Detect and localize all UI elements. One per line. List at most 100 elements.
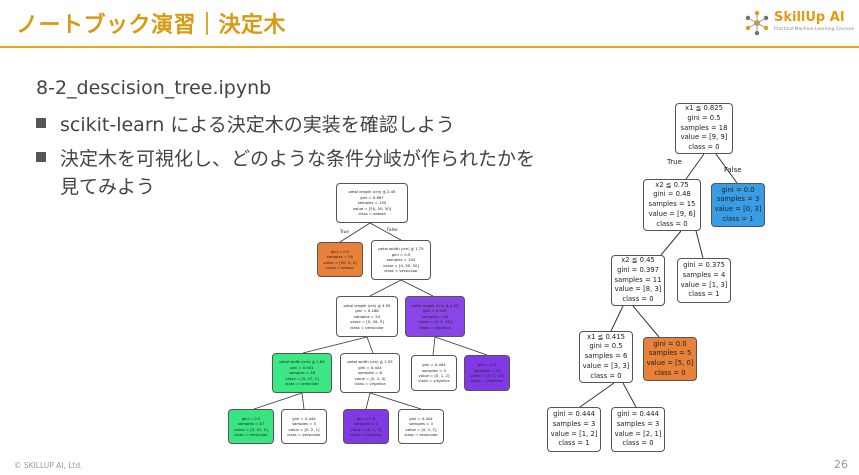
node-text: samples = 3 <box>616 419 660 428</box>
true-edge-label: True <box>340 229 349 234</box>
node-text: gini = 0.667 <box>360 194 384 200</box>
node-text: gini = 0.0 <box>356 415 376 421</box>
slide-header: ノートブック演習｜決定木 SkillUp AI Practical Machin… <box>0 0 859 48</box>
node-text: class = setosa <box>358 211 386 217</box>
node-text: class = virginica <box>350 431 382 437</box>
node-text: samples = 3 <box>422 367 446 373</box>
node-text: gini = 0.0 <box>241 415 261 421</box>
bullet-continuation: 見てみよう <box>60 176 156 198</box>
node-text: gini = 0.0 <box>330 248 350 254</box>
node-text: class = versicolor <box>384 268 418 274</box>
node-text: value = [1, 3] <box>680 280 728 289</box>
node-text: samples = 6 <box>358 370 382 376</box>
node-text: value = [9, 6] <box>648 209 696 218</box>
node-text: class = 1 <box>722 214 754 223</box>
node-text: gini = 0.375 <box>683 261 725 270</box>
node-text: gini = 0.5 <box>391 251 411 257</box>
node-text: value = [0, 1, 45] <box>418 319 452 325</box>
node-text: samples = 54 <box>353 313 381 319</box>
node-text: class = 1 <box>688 290 720 299</box>
node-text: samples = 3 <box>552 419 596 428</box>
header-divider <box>0 46 859 48</box>
node-text: value = [9, 9] <box>680 133 728 142</box>
node-text: class = 1 <box>558 439 590 448</box>
node-text: class = 0 <box>590 371 622 380</box>
node-text: gini = 0.48 <box>653 190 691 199</box>
node-text: class = virginica <box>354 381 386 387</box>
node-text: value = [50, 50, 50] <box>352 205 392 211</box>
node-text: samples = 50 <box>326 254 354 260</box>
node-text: value = [0, 0, 3] <box>350 426 382 432</box>
node-text: value = [0, 47, 1] <box>285 375 319 381</box>
true-edge-label: True <box>667 158 682 166</box>
node-text: class = 0 <box>622 439 654 448</box>
false-edge-label: False <box>387 227 398 232</box>
bullet-square-icon <box>36 152 46 162</box>
node-text: class = versicolor <box>287 431 321 437</box>
network-logo-icon <box>745 10 769 36</box>
node-text: class = versicolor <box>285 381 319 387</box>
node-text: gini = 0.0 <box>721 185 755 194</box>
logo-name: SkillUp AI <box>774 10 845 25</box>
node-text: samples = 11 <box>614 275 662 284</box>
node-text: value = [8, 3] <box>614 285 662 294</box>
node-text: samples = 46 <box>421 313 449 319</box>
bullet-item: 決定木を可視化し、どのような条件分岐が作られたかを <box>36 144 535 171</box>
node-text: gini = 0.0 <box>653 339 687 348</box>
page-number: 26 <box>834 458 848 471</box>
skillup-logo: SkillUp AI Practical Machine Learning Co… <box>744 8 854 40</box>
bullet-text: scikit-learn による決定木の実装を確認しよう <box>60 114 455 136</box>
node-text: value = [3, 3] <box>582 361 630 370</box>
node-text: value = [0, 49, 5] <box>350 319 384 325</box>
node-text: class = versicolor <box>404 431 438 437</box>
node-text: samples = 3 <box>354 421 378 427</box>
node-text: petal length (cm) ≦ 2.45 <box>348 189 396 195</box>
notebook-filename: 8-2_descision_tree.ipynb <box>36 77 272 99</box>
node-text: samples = 4 <box>682 270 726 279</box>
node-text: gini = 0.444 <box>292 415 316 421</box>
node-text: samples = 47 <box>237 421 265 427</box>
node-text: x2 ≦ 0.45 <box>621 256 655 265</box>
node-text: value = [0, 3] <box>714 205 762 213</box>
node-text: class = virginica <box>418 378 450 384</box>
node-text: class = versicolor <box>234 431 268 437</box>
node-text: value = [0, 2, 1] <box>405 426 437 432</box>
node-text: gini = 0.041 <box>290 364 314 370</box>
node-text: class = virginica <box>471 378 503 384</box>
node-text: samples = 100 <box>386 257 416 263</box>
node-text: petal width (cm) ≦ 1.65 <box>279 359 325 365</box>
node-text: gini = 0.444 <box>617 410 659 419</box>
node-text: samples = 3 <box>716 195 760 204</box>
node-text: x1 ≦ 0.415 <box>587 332 625 341</box>
node-text: gini = 0.168 <box>355 308 379 314</box>
node-text: samples = 48 <box>288 370 316 376</box>
copyright-text: © SKILLUP AI, Ltd. <box>14 461 83 470</box>
node-text: samples = 3 <box>292 421 316 427</box>
node-text: samples = 6 <box>584 352 628 361</box>
node-text: gini = 0.444 <box>422 362 446 368</box>
node-text: samples = 3 <box>409 421 433 427</box>
false-edge-label: False <box>724 166 742 174</box>
bullet-item: scikit-learn による決定木の実装を確認しよう <box>36 110 455 137</box>
node-text: class = 0 <box>688 143 720 152</box>
node-text: petal width (cm) ≦ 1.75 <box>378 246 424 252</box>
node-text: value = [50, 0, 0] <box>323 259 357 265</box>
node-text: value = [0, 47, 0] <box>234 426 268 432</box>
node-text: value = [1, 2] <box>550 429 598 438</box>
node-text: x2 ≦ 0.75 <box>655 180 689 189</box>
node-text: petal length (cm) ≦ 4.85 <box>411 302 459 308</box>
